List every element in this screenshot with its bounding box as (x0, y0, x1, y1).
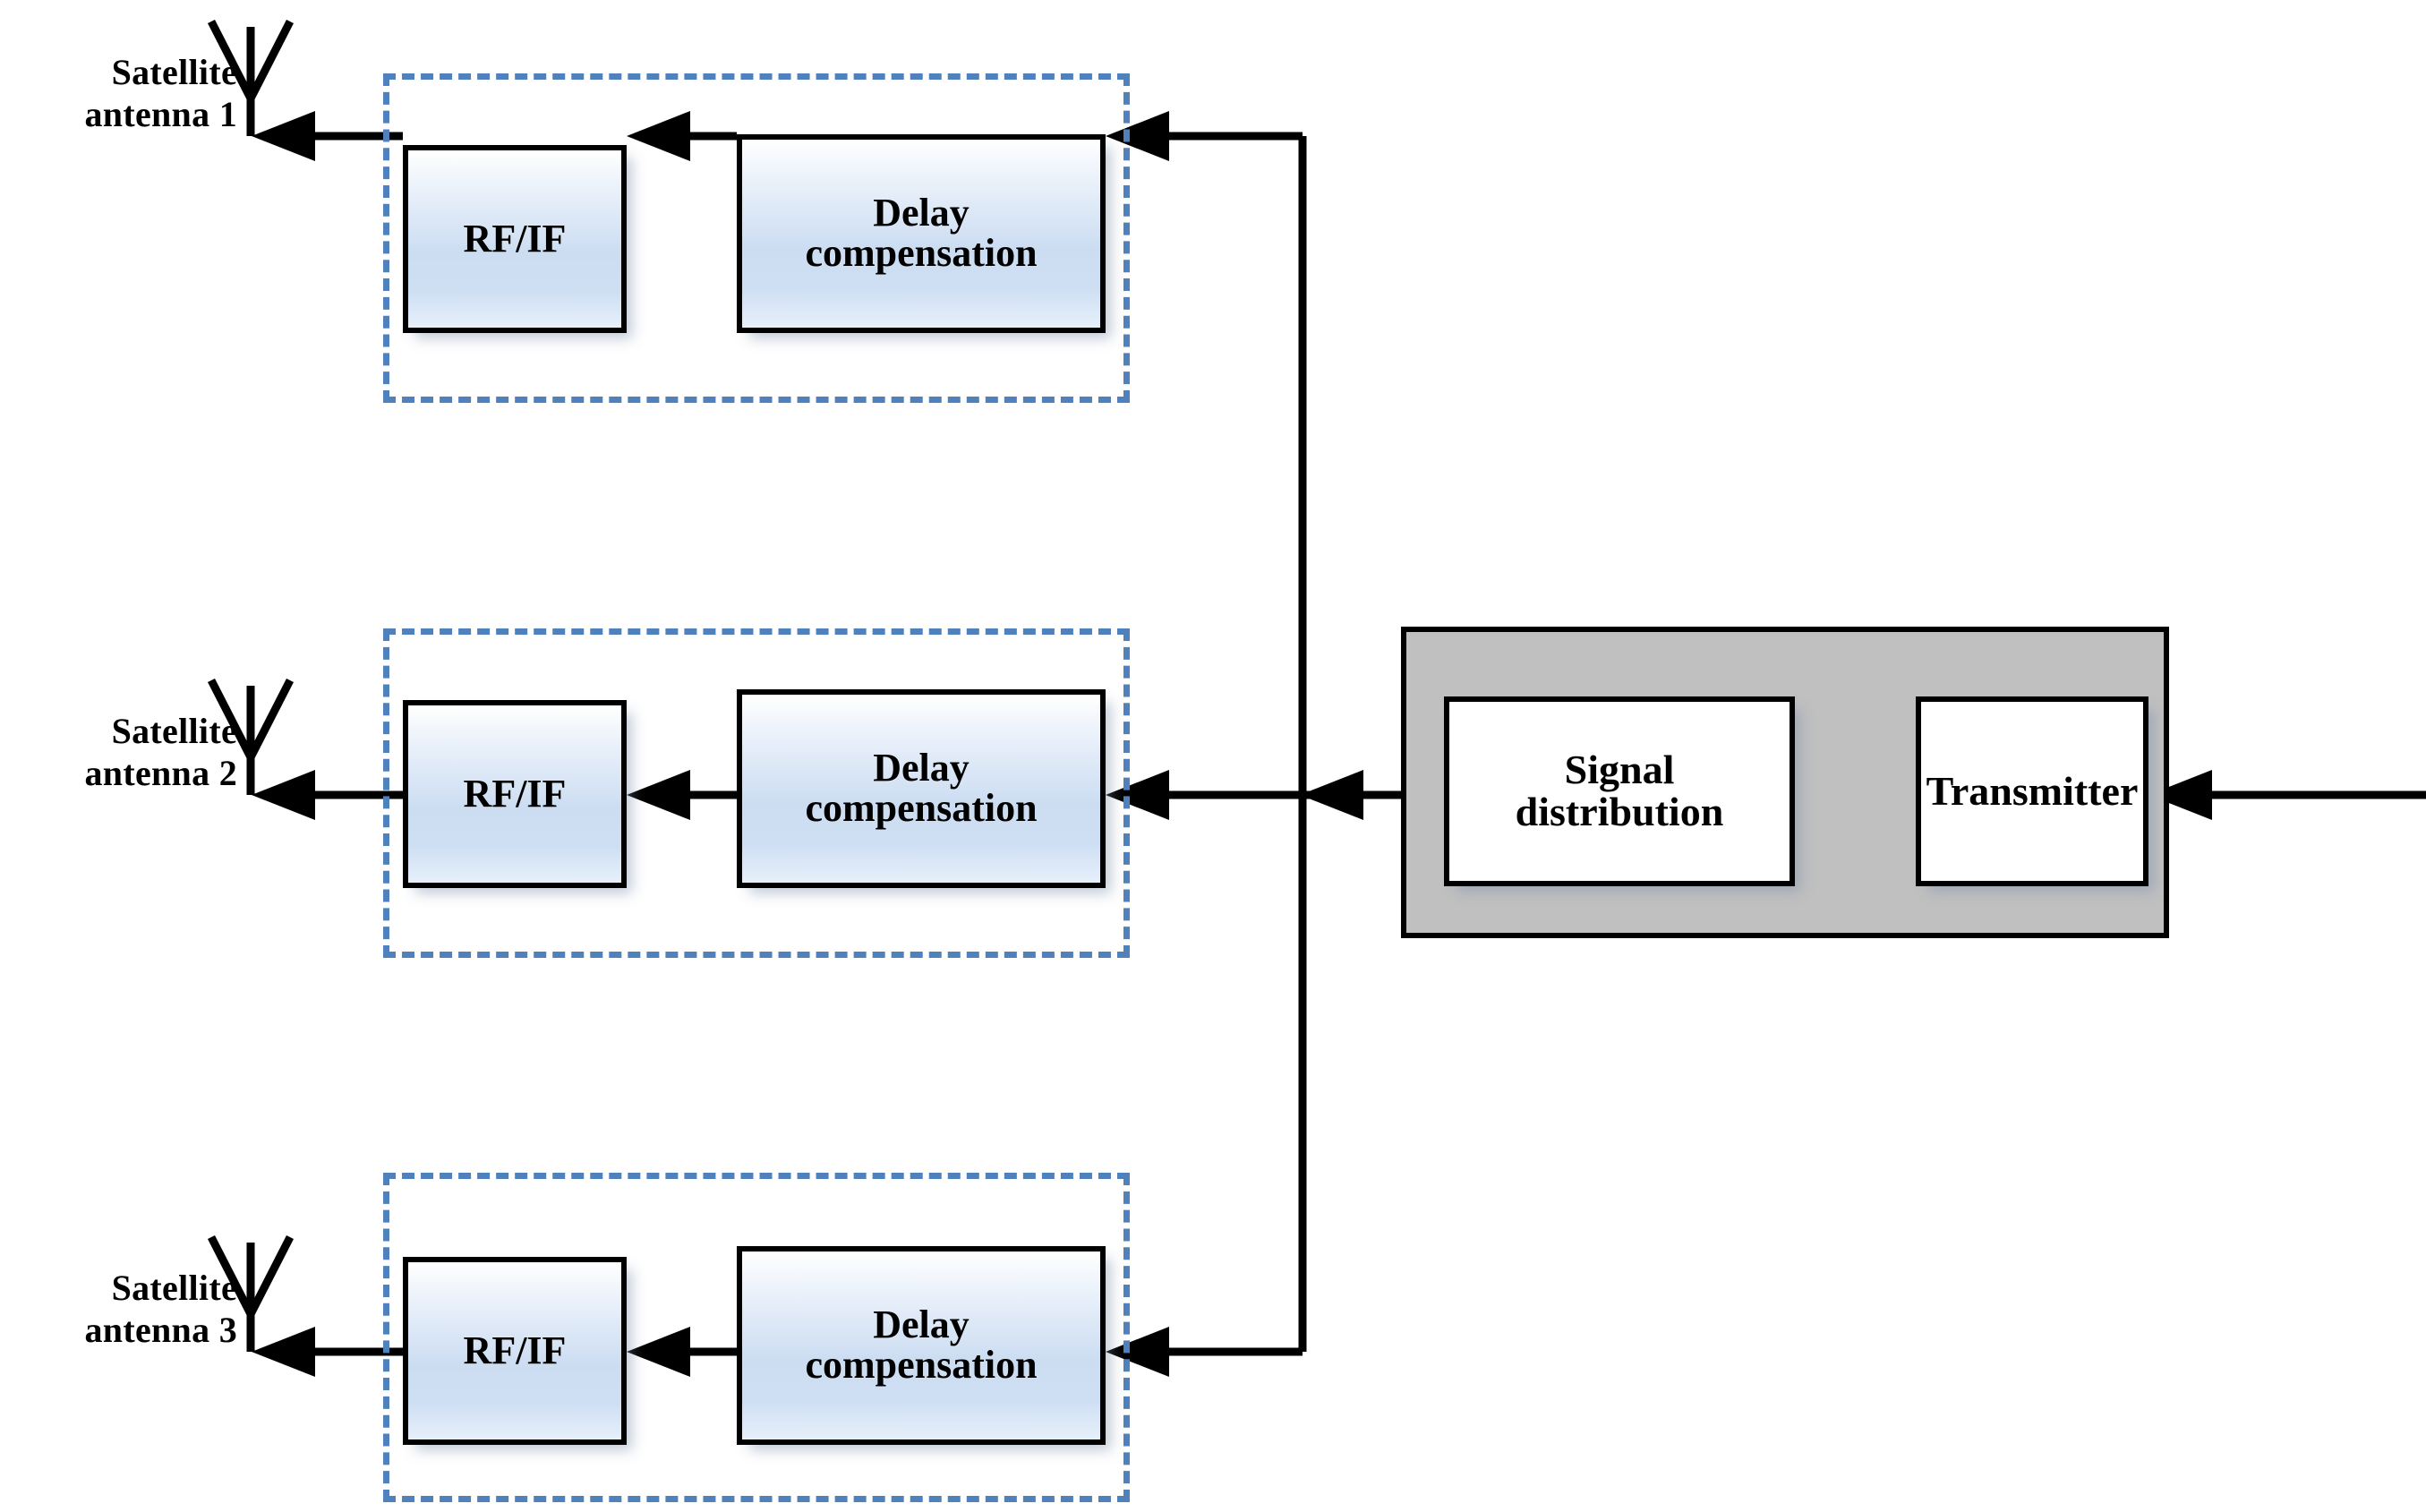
antenna-label-2: Satellite antenna 2 (84, 711, 237, 794)
rf-if-block-3[interactable]: RF/IF (403, 1257, 627, 1445)
branch-enclosure-2 (383, 628, 1130, 958)
branch-enclosure-1 (383, 73, 1130, 403)
transmitter-block[interactable]: Transmitter (1916, 696, 2148, 886)
signal-distribution-block[interactable]: Signal distribution (1444, 696, 1795, 886)
signal-distribution-label: Signal distribution (1515, 747, 1724, 834)
antenna-label-3: Satellite antenna 3 (84, 1268, 237, 1351)
delay-compensation-label-3: Delay compensation (805, 1303, 1038, 1387)
antenna-label-1: Satellite antenna 1 (84, 52, 237, 135)
branch-enclosure-3 (383, 1173, 1130, 1502)
rf-if-label-2: RF/IF (463, 771, 567, 816)
rf-if-block-1[interactable]: RF/IF (403, 145, 627, 333)
delay-compensation-label-2: Delay compensation (805, 746, 1038, 830)
delay-compensation-label-1: Delay compensation (805, 191, 1038, 275)
delay-compensation-block-1[interactable]: Delay compensation (737, 134, 1106, 333)
rf-if-label-3: RF/IF (463, 1328, 567, 1372)
delay-compensation-block-2[interactable]: Delay compensation (737, 689, 1106, 888)
rf-if-block-2[interactable]: RF/IF (403, 700, 627, 888)
rf-if-label-1: RF/IF (463, 216, 567, 261)
delay-compensation-block-3[interactable]: Delay compensation (737, 1246, 1106, 1445)
transmitter-label: Transmitter (1926, 767, 2139, 814)
